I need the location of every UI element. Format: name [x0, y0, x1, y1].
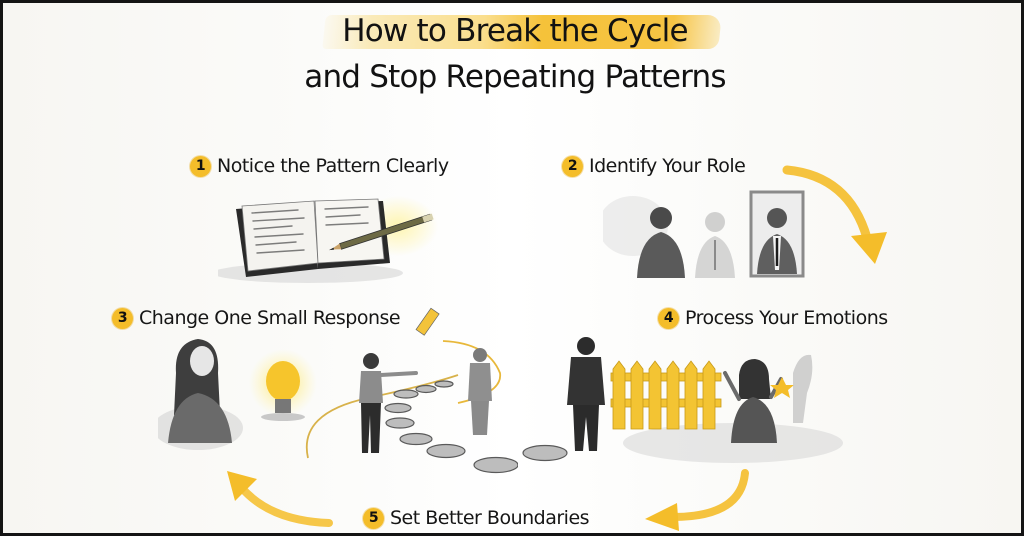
curved-arrow-down-icon: [779, 158, 894, 268]
step-label: Change One Small Response: [139, 307, 401, 329]
step-number-badge: 1: [190, 155, 211, 177]
step-number-badge: 5: [363, 507, 384, 529]
step-label: Identify Your Role: [589, 155, 746, 177]
step-4-heading: 4 Process Your Emotions: [658, 307, 888, 329]
step-2-heading: 2 Identify Your Role: [562, 155, 746, 177]
step-label: Process Your Emotions: [685, 307, 888, 329]
step-3-heading: 3 Change One Small Response: [112, 307, 401, 329]
notebook-pencil-icon: [218, 191, 448, 286]
step-1-heading: 1 Notice the Pattern Clearly: [190, 155, 449, 177]
step-5-heading: 5 Set Better Boundaries: [363, 507, 590, 529]
step-label: Notice the Pattern Clearly: [217, 155, 449, 177]
woman-lightbulb-path-icon: [158, 303, 518, 493]
step-number-badge: 2: [562, 155, 583, 177]
curved-arrow-up-icon: [215, 465, 335, 530]
title-highlight: Break the Cycle: [455, 13, 688, 49]
boundaries-fence-emotions-icon: [503, 333, 843, 473]
title-line-1: How to Break the Cycle: [318, 9, 722, 53]
title-prefix: How to: [342, 13, 456, 49]
man-mirror-reflection-icon: [603, 186, 823, 281]
title-line-2: and Stop Repeating Patterns: [304, 59, 726, 95]
step-number-badge: 4: [658, 307, 679, 329]
title: How to Break the Cycle and Stop Repeatin…: [3, 9, 1021, 99]
step-number-badge: 3: [112, 307, 133, 329]
curved-arrow-left-icon: [633, 465, 758, 533]
step-label: Set Better Boundaries: [390, 507, 590, 529]
